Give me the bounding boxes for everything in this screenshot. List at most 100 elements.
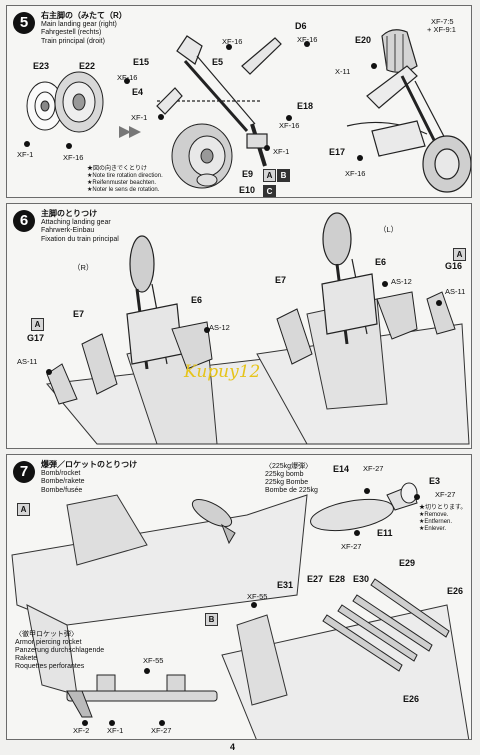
- label-xf27d: XF-27: [151, 726, 172, 735]
- label-xf16b: XF-16: [117, 73, 138, 82]
- step-title: 右主脚の（みたて（R） Main landing gear (right) Fa…: [41, 11, 127, 46]
- gear-completed: [346, 29, 471, 193]
- label-e26a: E26: [447, 586, 464, 596]
- paint-markers: [24, 41, 377, 161]
- step-number: 5: [13, 12, 35, 34]
- note-de: ★Reifenmuster beachten.: [87, 180, 157, 186]
- label-e20: E20: [355, 35, 372, 45]
- label-xf16d: XF-16: [297, 35, 318, 44]
- step-title: 主脚のとりつけ Attaching landing gear Fahrwerk-…: [41, 209, 119, 244]
- label-xf16f: XF-16: [345, 169, 366, 178]
- box-a1: A: [31, 318, 44, 331]
- bomb: [191, 499, 236, 545]
- paint-markers: [82, 488, 420, 726]
- label-xf16a: XF-16: [63, 153, 84, 162]
- label-x11: X-11: [335, 67, 351, 76]
- label-e30: E30: [353, 574, 370, 584]
- note-fr: ★Noter le sens de rotation.: [87, 187, 160, 193]
- title-fr: Train principal (droit): [41, 37, 105, 45]
- doors-right: [276, 291, 456, 365]
- label-e6a: E6: [191, 295, 203, 305]
- step-number: 7: [13, 461, 35, 483]
- step-7-panel: 7 爆弾／ロケットのとりつけ Bomb/rocket Bombe/rakete …: [6, 454, 472, 740]
- label-e17: E17: [329, 147, 346, 157]
- paint-markers: [46, 281, 442, 375]
- title-en: Attaching landing gear: [41, 218, 111, 226]
- title-de: Fahrwerk-Einbau: [41, 227, 95, 234]
- title-jp: 爆弾／ロケットのとりつけ: [41, 460, 138, 469]
- label-xf27b: XF-27: [435, 490, 456, 499]
- bomb-title-en: 225kg bomb: [265, 471, 304, 478]
- rocket-title-de2: Rakete: [15, 655, 38, 662]
- title-jp: 右主脚の（みたて（R）: [41, 11, 127, 20]
- note-jp: ★図の向きでくとりけ: [87, 166, 148, 172]
- doors-left: [46, 321, 213, 405]
- label-e28: E28: [329, 574, 346, 584]
- box-b: B: [205, 613, 218, 626]
- label-xf1: XF-1: [107, 726, 124, 735]
- label-e31: E31: [277, 580, 294, 590]
- label-e4: E4: [132, 87, 144, 97]
- wheel-right: [171, 123, 233, 189]
- label-g17: G17: [27, 333, 45, 343]
- title-de: Fahrgestell (rechts): [41, 29, 102, 36]
- label-e7a: E7: [73, 309, 85, 319]
- label-e11: E11: [377, 528, 393, 538]
- watermark: Kupuy12: [184, 362, 261, 382]
- label-xf16c: XF-16: [222, 37, 243, 46]
- label-e18: E18: [297, 101, 314, 111]
- label-xf55b: XF-55: [143, 656, 164, 665]
- label-xf55a: XF-55: [247, 592, 268, 601]
- step-5-panel: 5 右主脚の（みたて（R） Main landing gear (right) …: [6, 5, 472, 198]
- bomb-title-fr: Bombe de 225kg: [265, 487, 318, 494]
- aircraft-a: [11, 494, 308, 696]
- title-en: Main landing gear (right): [41, 20, 117, 28]
- label-e5: E5: [212, 57, 224, 67]
- label-r: （R）: [73, 263, 94, 272]
- rocket-title-jp: 〈徹甲ロケット弾〉: [15, 631, 78, 638]
- label-xf1b: XF-1: [131, 113, 148, 122]
- aircraft-b: [221, 604, 470, 739]
- label-xf91: + XF-9:1: [427, 25, 456, 34]
- remove-note: ★切りとります。 ★Remove. ★Entfernen. ★Enlever.: [419, 505, 466, 533]
- bomb-assembly: [310, 482, 418, 532]
- rocket-title: 〈徹甲ロケット弾〉 Armor piercing rocket Panzerun…: [15, 631, 104, 671]
- label-xf1a: XF-1: [17, 150, 34, 159]
- bomb-title: 〈225kg爆弾〉 225kg bomb 225kg Bombe Bombe d…: [265, 463, 318, 495]
- label-xf1c: XF-1: [273, 147, 290, 156]
- label-e10: E10: [239, 185, 256, 195]
- title-fr: Bombe/fusée: [41, 486, 83, 494]
- step-7-drawing: [11, 482, 470, 739]
- label-e3: E3: [429, 476, 441, 486]
- remove-en: ★Remove.: [419, 512, 449, 518]
- bomb-title-jp: 〈225kg爆弾〉: [265, 463, 313, 470]
- label-e9: E9: [242, 169, 254, 179]
- title-en: Bomb/rocket: [41, 469, 81, 477]
- label-xf27a: XF-27: [363, 464, 384, 473]
- title-jp: 主脚のとりつけ: [41, 209, 98, 218]
- remove-fr: ★Enlever.: [419, 526, 447, 532]
- direction-arrow: [119, 126, 141, 138]
- title-fr: Fixation du train principal: [41, 235, 119, 243]
- step-6-panel: 6 主脚のとりつけ Attaching landing gear Fahrwer…: [6, 203, 472, 449]
- label-e14: E14: [333, 464, 350, 474]
- note-en: ★Note tire rotation direction.: [87, 173, 163, 179]
- box-a: A: [17, 503, 30, 516]
- page-number: 4: [230, 742, 236, 752]
- box-b: B: [277, 169, 290, 182]
- rocket-title-fr: Roquettes perforantes: [15, 663, 85, 670]
- label-g16: G16: [445, 261, 463, 271]
- rocket-detail: [66, 674, 218, 718]
- remove-jp: ★切りとります。: [419, 505, 467, 511]
- gear-left: [126, 235, 183, 370]
- label-e7b: E7: [275, 275, 287, 285]
- label-e23: E23: [33, 61, 50, 71]
- label-as11a: AS-11: [17, 357, 38, 366]
- bomb-title-de: 225kg Bombe: [265, 479, 309, 486]
- step-5-drawing: [24, 29, 471, 193]
- label-e22: E22: [79, 61, 96, 71]
- tire-note: ★図の向きでくとりけ ★Note tire rotation direction…: [87, 166, 163, 194]
- label-xf2: XF-2: [73, 726, 90, 735]
- label-e6b: E6: [375, 257, 387, 267]
